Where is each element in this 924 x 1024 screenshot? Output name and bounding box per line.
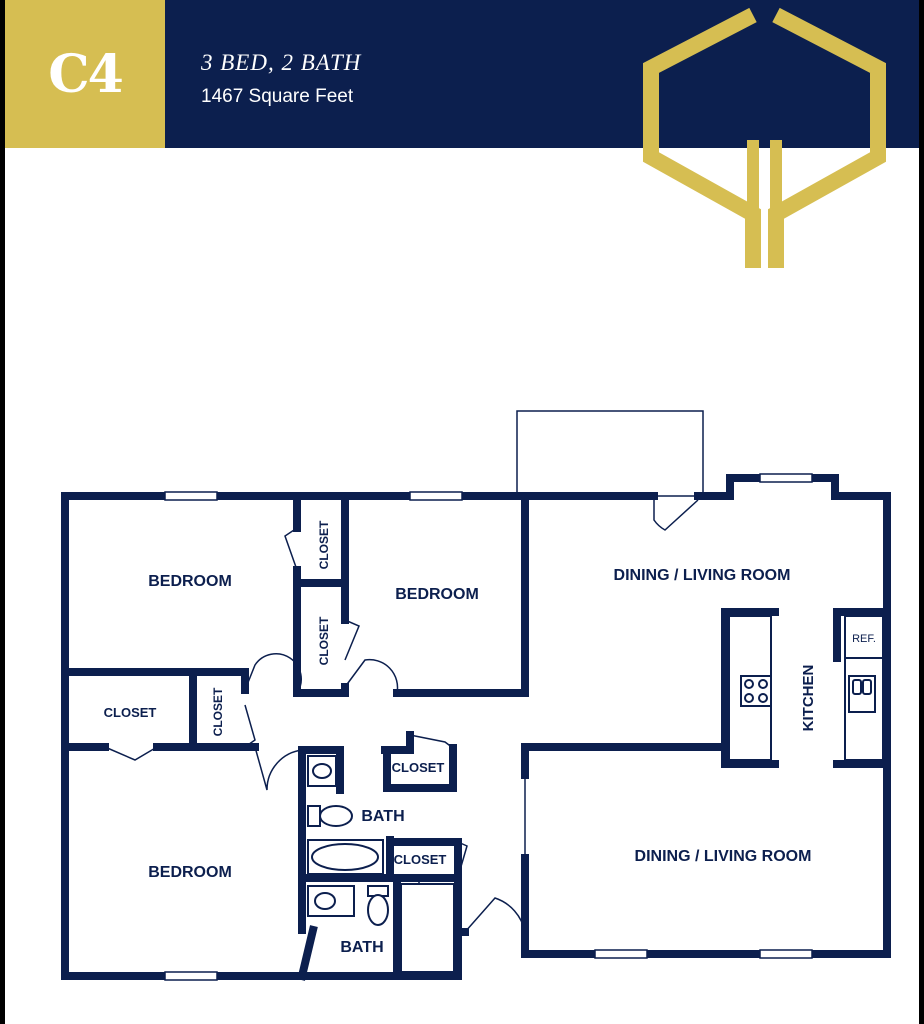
patio-outline: [516, 410, 704, 497]
floor-plan: BEDROOM BEDROOM BEDROOM CLOSET CLOSET CL…: [61, 410, 891, 981]
unit-code-badge: C4: [5, 0, 165, 148]
toilet-tank-icon: [307, 805, 321, 827]
windows: [164, 473, 813, 981]
refrigerator-label: REF.: [852, 633, 876, 645]
room-label-bath: BATH: [340, 939, 383, 956]
room-label-closet: CLOSET: [317, 520, 331, 569]
room-label-closet: CLOSET: [392, 760, 445, 775]
room-label-dining-living: DINING / LIVING ROOM: [614, 567, 791, 584]
unit-code: C4: [48, 43, 124, 105]
room-label-bedroom: BEDROOM: [148, 573, 232, 590]
unit-header: C4 3 BED, 2 BATH 1467 Square Feet: [5, 0, 919, 148]
room-label-closet: CLOSET: [104, 705, 157, 720]
toilet-icon: [319, 805, 353, 827]
room-label-bath: BATH: [361, 808, 404, 825]
shower-icon: [400, 883, 455, 973]
floorplan-page: C4 3 BED, 2 BATH 1467 Square Feet: [5, 0, 919, 1024]
kitchen-counters: [728, 615, 884, 761]
hexagon-building-logo-icon: [643, 7, 886, 268]
room-label-bedroom: BEDROOM: [395, 586, 479, 603]
room-label-bedroom: BEDROOM: [148, 864, 232, 881]
room-label-closet: CLOSET: [211, 687, 225, 736]
bath-fixtures: [307, 755, 455, 973]
room-label-dining-living: DINING / LIVING ROOM: [635, 848, 812, 865]
room-label-kitchen: KITCHEN: [800, 665, 817, 732]
toilet-2-icon: [367, 894, 389, 926]
unit-beds-baths: 3 BED, 2 BATH: [201, 50, 362, 75]
unit-square-feet: 1467 Square Feet: [201, 86, 354, 107]
room-label-closet: CLOSET: [317, 616, 331, 665]
room-label-closet: CLOSET: [394, 852, 447, 867]
